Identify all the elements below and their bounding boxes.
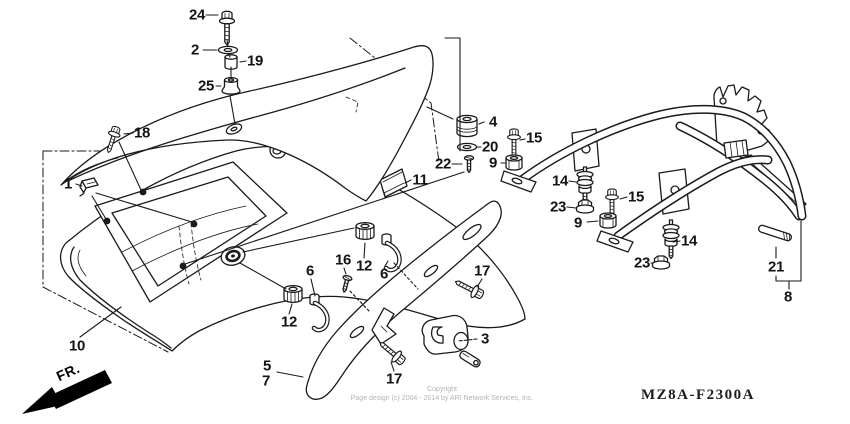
- part-label-17-a[interactable]: 17: [473, 262, 491, 280]
- seat-grommet-icon: [221, 76, 241, 95]
- lock-nut-icon: [599, 212, 617, 229]
- lock-nut-icon: [505, 154, 523, 171]
- copyright-notice: Copyright Page design (c) 2004 - 2014 by…: [277, 385, 607, 403]
- screw-icon: [463, 155, 475, 174]
- part-label-24[interactable]: 24: [188, 6, 206, 24]
- part-label-17-b[interactable]: 17: [385, 370, 403, 388]
- part-label-7[interactable]: 7: [261, 372, 271, 390]
- part-label-12-b[interactable]: 12: [355, 257, 373, 275]
- diagram-code: MZ8A-F2300A: [641, 387, 755, 403]
- part-label-16[interactable]: 16: [334, 251, 352, 269]
- part-label-21[interactable]: 21: [767, 258, 785, 276]
- flange-nut-icon: [651, 255, 671, 270]
- clip-icon: [79, 177, 99, 197]
- part-label-3[interactable]: 3: [480, 330, 490, 348]
- part-label-23-a[interactable]: 23: [549, 198, 567, 216]
- part-label-4[interactable]: 4: [488, 113, 498, 131]
- part-label-15-b[interactable]: 15: [627, 188, 645, 206]
- washer-icon: [217, 45, 239, 55]
- part-label-15-a[interactable]: 15: [525, 129, 543, 147]
- part-label-14-b[interactable]: 14: [680, 232, 698, 250]
- part-label-1[interactable]: 1: [63, 175, 73, 193]
- part-label-11[interactable]: 11: [412, 171, 428, 189]
- part-label-6-b[interactable]: 6: [379, 265, 389, 283]
- flange-bolt-icon: [507, 128, 521, 159]
- part-label-9-a[interactable]: 9: [488, 154, 498, 172]
- part-label-2[interactable]: 2: [190, 41, 200, 59]
- part-label-12-a[interactable]: 12: [280, 313, 298, 331]
- emblem-plate: [379, 168, 408, 198]
- seat-outline: [60, 45, 434, 202]
- leader-lines: [75, 14, 802, 378]
- part-label-10[interactable]: 10: [68, 337, 86, 355]
- part-label-25[interactable]: 25: [197, 77, 215, 95]
- front-direction-indicator: FR.: [8, 356, 123, 422]
- part-label-18[interactable]: 18: [133, 124, 151, 142]
- copyright-line1: Copyright: [427, 386, 457, 393]
- fr-arrow-icon: [22, 370, 112, 414]
- part-label-22[interactable]: 22: [434, 155, 452, 173]
- grab-rail-outline: [500, 84, 807, 253]
- part-label-6-a[interactable]: 6: [305, 262, 315, 280]
- part-label-9-b[interactable]: 9: [573, 214, 583, 232]
- seat-hook-icon: [310, 294, 327, 330]
- stud-washer-stack-icon: [662, 219, 680, 260]
- grommet-icon: [283, 284, 303, 304]
- pin-icon: [757, 223, 793, 243]
- part-label-5[interactable]: 5: [262, 357, 272, 375]
- helmet-lock: [421, 314, 481, 368]
- part-label-14-a[interactable]: 14: [551, 172, 569, 190]
- part-label-23-b[interactable]: 23: [633, 254, 651, 272]
- copyright-line2: Page design (c) 2004 - 2014 by ARI Netwo…: [350, 395, 534, 403]
- part-label-8[interactable]: 8: [783, 288, 793, 306]
- grommet-icon: [355, 221, 375, 241]
- side-rail-outline: [305, 200, 502, 400]
- flange-nut-icon: [575, 199, 595, 214]
- part-label-19[interactable]: 19: [246, 52, 264, 70]
- part-label-20[interactable]: 20: [481, 138, 499, 156]
